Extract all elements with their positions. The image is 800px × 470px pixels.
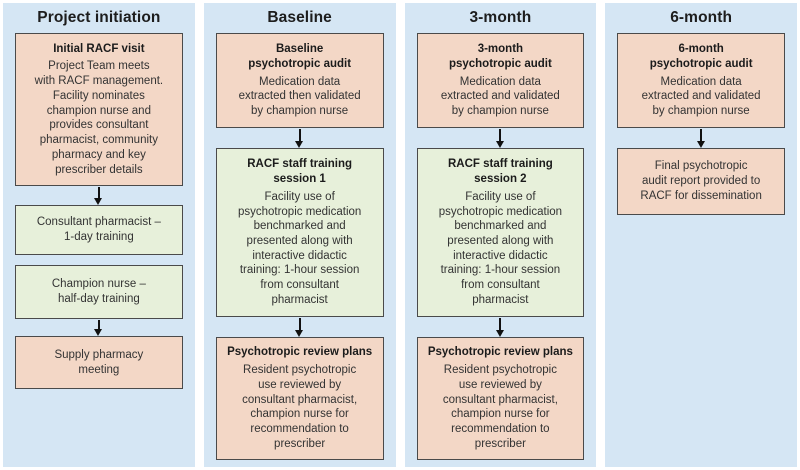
box-body: Medication data extracted then validated… — [238, 75, 361, 118]
box-body: Champion nurse – half-day training — [51, 278, 146, 305]
column-header: 6-month — [670, 9, 733, 26]
box-final-psychotropic-audit-report: Final psychotropic audit report provided… — [617, 148, 785, 215]
box-body: Facility use of psychotropic medication … — [237, 190, 362, 306]
box-title: 3-month psychotropic audit — [448, 43, 552, 70]
box-title: Psychotropic review plans — [427, 346, 573, 359]
arrow-down-icon — [204, 317, 396, 337]
box-body: Consultant pharmacist – 1-day training — [36, 216, 161, 243]
column-header: Baseline — [267, 9, 332, 26]
column-6-month: 6-month 6-month psychotropic audit Medic… — [605, 3, 797, 467]
box-racf-staff-training-session-2: RACF staff training session 2 Facility u… — [416, 148, 585, 317]
arrow-down-icon — [204, 128, 396, 148]
box-body: Medication data extracted and validated … — [440, 75, 560, 118]
column-baseline: Baseline Baseline psychotropic audit Med… — [203, 3, 396, 467]
box-6-month-psychotropic-audit: 6-month psychotropic audit Medication da… — [617, 33, 785, 128]
box-3-month-psychotropic-audit: 3-month psychotropic audit Medication da… — [416, 33, 585, 128]
column-3-month: 3-month 3-month psychotropic audit Medic… — [404, 3, 597, 467]
box-initial-racf-visit: Initial RACF visit Project Team meets wi… — [15, 33, 183, 186]
box-title: Initial RACF visit — [53, 42, 145, 55]
box-body: Resident psychotropic use reviewed by co… — [242, 364, 358, 450]
box-title: Psychotropic review plans — [227, 346, 373, 359]
arrow-down-icon — [605, 128, 797, 148]
box-supply-pharmacy-meeting: Supply pharmacy meeting — [15, 336, 183, 389]
box-racf-staff-training-session-1: RACF staff training session 1 Facility u… — [215, 148, 384, 317]
column-header: Project initiation — [37, 9, 161, 26]
box-title: RACF staff training session 2 — [447, 158, 553, 186]
box-psychotropic-review-plans-baseline: Psychotropic review plans Resident psych… — [215, 337, 384, 460]
arrow-down-icon — [3, 319, 195, 336]
box-title: RACF staff training session 1 — [247, 158, 353, 186]
box-body: Project Team meets with RACF management.… — [34, 60, 164, 176]
box-title: 6-month psychotropic audit — [649, 43, 753, 70]
box-gap — [3, 255, 195, 265]
arrow-down-icon — [3, 186, 195, 205]
column-header: 3-month — [469, 9, 532, 26]
box-body: Supply pharmacy meeting — [54, 348, 144, 376]
box-body: Medication data extracted and validated … — [641, 75, 761, 118]
arrow-down-icon — [405, 317, 597, 337]
box-baseline-psychotropic-audit: Baseline psychotropic audit Medication d… — [215, 33, 384, 128]
box-consultant-pharmacist-training: Consultant pharmacist – 1-day training — [15, 205, 183, 255]
box-psychotropic-review-plans-3-month: Psychotropic review plans Resident psych… — [416, 337, 585, 460]
column-project-initiation: Project initiation Initial RACF visit Pr… — [3, 3, 195, 467]
arrow-down-icon — [405, 128, 597, 148]
box-body: Facility use of psychotropic medication … — [438, 190, 563, 306]
box-body: Resident psychotropic use reviewed by co… — [442, 364, 558, 450]
box-champion-nurse-training: Champion nurse – half-day training — [15, 265, 183, 319]
box-title: Baseline psychotropic audit — [248, 43, 352, 70]
box-body: Final psychotropic audit report provided… — [640, 160, 762, 202]
